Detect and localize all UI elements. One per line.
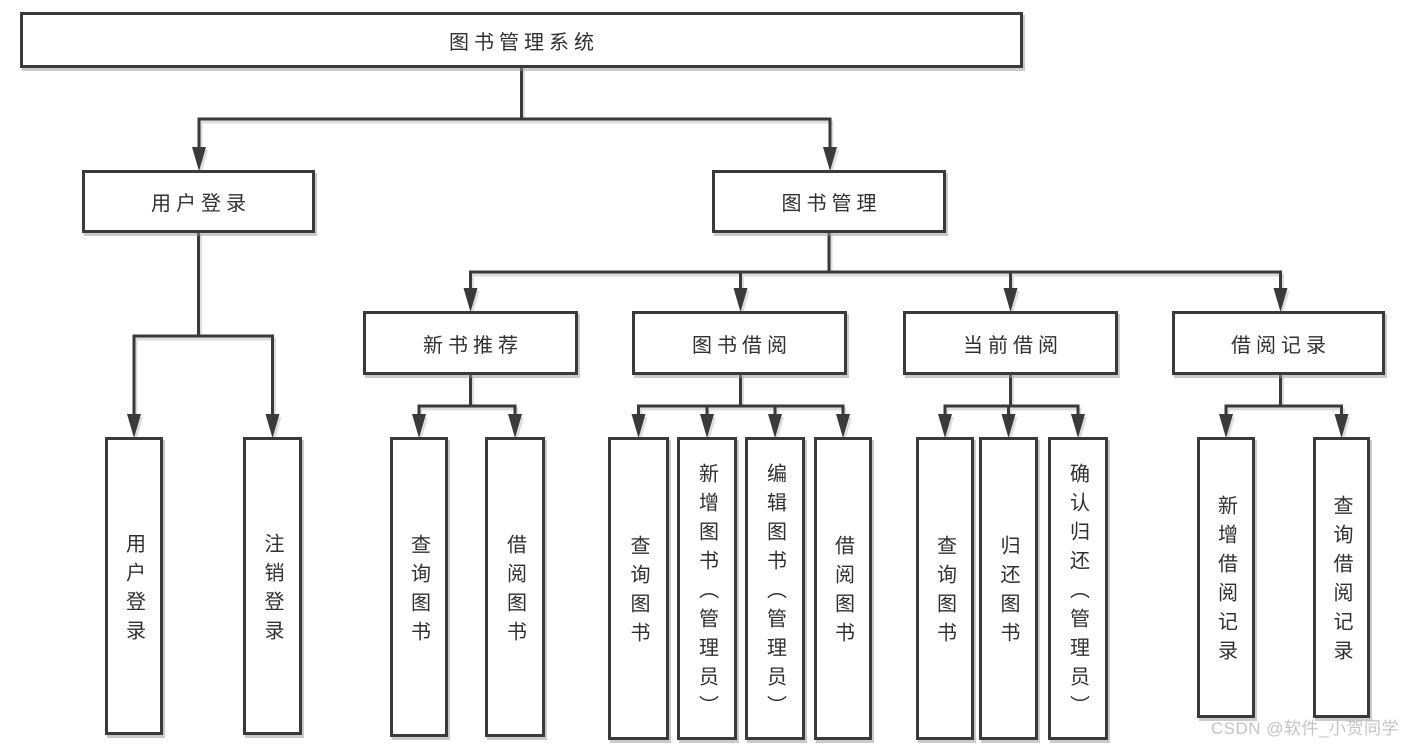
leaf-bb-borrow-books: 借阅图书 (814, 437, 872, 740)
leaf-bb-query-books: 查询图书 (608, 437, 669, 740)
node-label: 查询借阅记录 (1330, 495, 1352, 669)
node-label: 查询图书 (933, 535, 956, 651)
node-system-root: 图书管理系统 (20, 12, 1023, 68)
node-label: 新书推荐 (423, 334, 523, 357)
node-label: 借阅图书 (503, 533, 526, 650)
leaf-bb-add-books-admin: 新增图书（管理员） (677, 437, 737, 740)
node-label: 查询图书 (407, 533, 430, 650)
leaf-logout: 注销登录 (243, 437, 302, 735)
node-label: 图书借阅 (692, 334, 792, 357)
leaf-bb-edit-books-admin: 编辑图书（管理员） (745, 437, 805, 740)
node-label: 查询图书 (627, 535, 649, 651)
leaf-cb-query-books: 查询图书 (916, 437, 974, 740)
leaf-cb-return-books: 归还图书 (979, 437, 1038, 740)
node-book-management: 图书管理 (712, 170, 946, 233)
node-label: 图书管理系统 (449, 31, 599, 54)
leaf-nb-borrow-books: 借阅图书 (485, 437, 545, 737)
node-current-borrow: 当前借阅 (903, 311, 1118, 375)
node-label: 新增借阅记录 (1214, 495, 1237, 669)
node-borrow-records: 借阅记录 (1172, 311, 1385, 375)
leaf-user-login: 用户登录 (105, 437, 163, 735)
node-book-borrow: 图书借阅 (632, 311, 847, 375)
leaf-br-add-record: 新增借阅记录 (1197, 437, 1255, 718)
node-label: 编辑图书（管理员） (763, 462, 786, 724)
node-label: 用户登录 (122, 532, 145, 649)
node-label: 借阅图书 (831, 535, 854, 651)
leaf-nb-query-books: 查询图书 (390, 437, 448, 737)
node-label: 注销登录 (261, 532, 283, 649)
leaf-cb-confirm-return-admin: 确认归还（管理员） (1048, 437, 1108, 740)
node-label: 借阅记录 (1231, 334, 1331, 357)
node-label: 归还图书 (997, 535, 1019, 651)
leaf-br-query-record: 查询借阅记录 (1313, 437, 1370, 718)
node-user-login: 用户登录 (82, 170, 315, 233)
node-label: 新增图书（管理员） (695, 462, 718, 724)
csdn-watermark: CSDN @软件_小贺同学 (1210, 719, 1399, 738)
node-label: 当前借阅 (963, 334, 1063, 357)
node-new-book-recommend: 新书推荐 (363, 311, 578, 375)
node-label: 用户登录 (151, 193, 251, 215)
node-label: 确认归还（管理员） (1066, 462, 1089, 724)
node-label: 图书管理 (781, 193, 882, 215)
